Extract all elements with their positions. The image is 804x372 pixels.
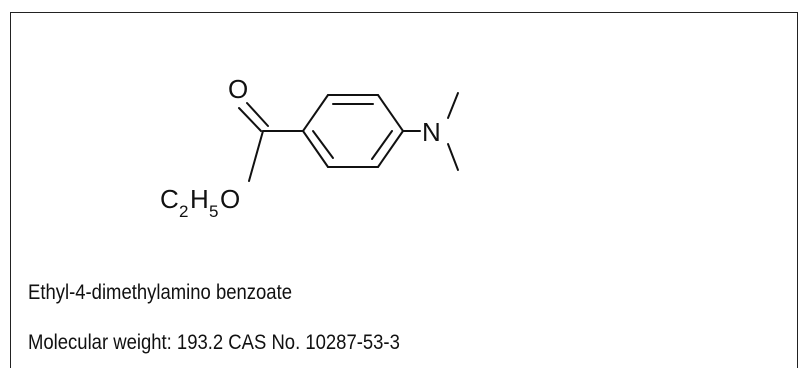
bond-carbonyl-double-a [238, 107, 262, 132]
ring-bond-lower-left [302, 130, 329, 168]
ethyl-carbon-subscript: 2 [179, 202, 188, 221]
ring-inner-left [312, 130, 334, 159]
ethyl-carbon-label: C [160, 184, 179, 214]
oxygen-carbonyl-label: O [228, 74, 248, 104]
nitrogen-label: N [422, 117, 441, 147]
bond-carbonyl-double-b [246, 102, 269, 127]
ethyl-hydrogen-label: H [190, 184, 209, 214]
bond-nitrogen-methyl-upper [447, 92, 459, 119]
bonds [238, 92, 459, 182]
ring-bond-lower-right [377, 130, 404, 168]
ethyl-hydrogen-subscript: 5 [209, 202, 218, 221]
bond-nitrogen-methyl-lower [447, 143, 459, 171]
chemical-structure: O N C 2 H 5 O [160, 74, 459, 221]
oxygen-ester-label: O [220, 184, 240, 214]
compound-name: Ethyl-4-dimethylamino benzoate [28, 281, 292, 304]
ring-bond-upper-right [377, 94, 404, 132]
ring-inner-right [371, 130, 393, 160]
figure-frame [10, 12, 798, 368]
compound-properties: Molecular weight: 193.2 CAS No. 10287-53… [28, 331, 400, 354]
ring-bond-upper-left [302, 94, 329, 132]
bond-ester-oxygen [248, 130, 264, 182]
